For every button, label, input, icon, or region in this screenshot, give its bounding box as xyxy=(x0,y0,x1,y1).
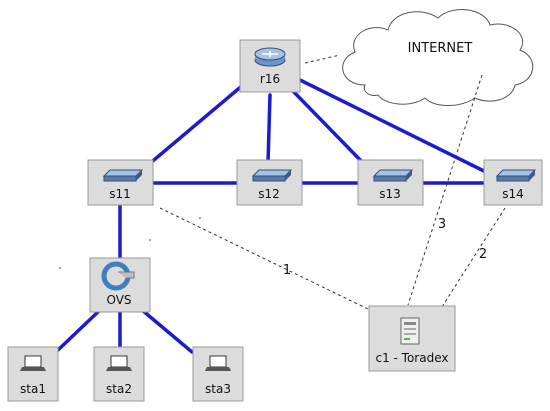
node-ovs[interactable]: OVS xyxy=(89,257,151,313)
cloud-shape xyxy=(342,9,534,106)
laptop-icon xyxy=(106,355,132,371)
link-s11-c1 xyxy=(159,207,371,311)
node-sta3[interactable]: sta3 xyxy=(192,346,244,402)
laptop-icon xyxy=(205,355,231,371)
switch-icon xyxy=(251,169,293,182)
stray-dots xyxy=(59,217,201,269)
node-box xyxy=(236,159,303,206)
node-label: OVS xyxy=(106,293,131,307)
link-r16-internet xyxy=(304,54,341,64)
laptop-icon xyxy=(20,355,46,371)
node-label: s12 xyxy=(258,187,280,201)
link-r16-s12 xyxy=(266,93,272,165)
node-label: sta1 xyxy=(20,382,46,396)
dot xyxy=(149,239,151,241)
switch-icon xyxy=(495,169,537,182)
switch-icon xyxy=(102,169,144,182)
link-label-2: 2 xyxy=(479,247,487,262)
node-box xyxy=(483,159,543,206)
control-links xyxy=(159,54,506,311)
node-label: s11 xyxy=(109,187,131,201)
internet-label: INTERNET xyxy=(408,41,473,56)
dot xyxy=(59,267,61,269)
link-label-1: 1 xyxy=(283,263,291,278)
node-label: sta2 xyxy=(106,382,132,396)
link-ovs-sta3 xyxy=(140,308,194,354)
link-r16-s11 xyxy=(146,83,245,167)
node-r16[interactable]: r16 xyxy=(239,39,301,93)
link-s14-c1 xyxy=(439,207,506,311)
link-ovs-sta1 xyxy=(56,308,102,352)
wired-links xyxy=(56,78,494,354)
node-sta1[interactable]: sta1 xyxy=(7,346,59,402)
internet-cloud: INTERNET xyxy=(342,9,534,106)
node-s11[interactable]: s11 xyxy=(87,159,154,206)
ovs-icon xyxy=(101,261,135,291)
node-c1[interactable]: c1 - Toradex xyxy=(368,305,456,372)
node-box xyxy=(357,159,424,206)
router-icon xyxy=(254,47,286,67)
link-r16-s14 xyxy=(298,78,494,177)
link-internet-c1 xyxy=(407,74,483,306)
server-icon xyxy=(400,317,420,345)
node-s12[interactable]: s12 xyxy=(236,159,303,206)
dot xyxy=(199,217,201,219)
node-label: sta3 xyxy=(205,382,231,396)
node-label: s13 xyxy=(379,187,401,201)
node-label: s14 xyxy=(502,187,524,201)
node-s14[interactable]: s14 xyxy=(483,159,543,206)
link-label-3: 3 xyxy=(438,217,446,232)
link-r16-s13 xyxy=(288,86,370,170)
switch-icon xyxy=(372,169,414,182)
node-sta2[interactable]: sta2 xyxy=(93,346,145,402)
node-box xyxy=(87,159,154,206)
node-s13[interactable]: s13 xyxy=(357,159,424,206)
node-label: r16 xyxy=(260,72,280,86)
node-label: c1 - Toradex xyxy=(375,351,448,365)
